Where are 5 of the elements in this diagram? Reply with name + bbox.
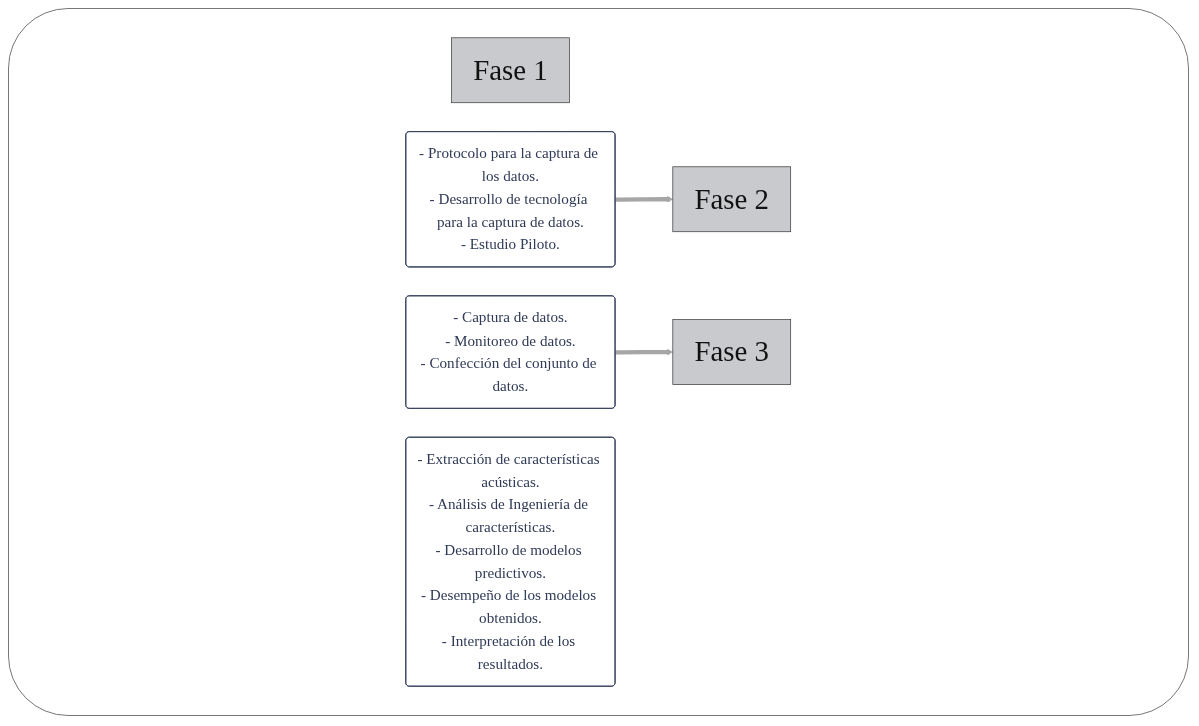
node-box: Fase 3 bbox=[672, 319, 792, 385]
arrow bbox=[615, 348, 674, 356]
arrow bbox=[615, 196, 674, 203]
node-box: Fase 1 bbox=[451, 37, 570, 104]
node-box: Fase 2 bbox=[672, 166, 792, 233]
